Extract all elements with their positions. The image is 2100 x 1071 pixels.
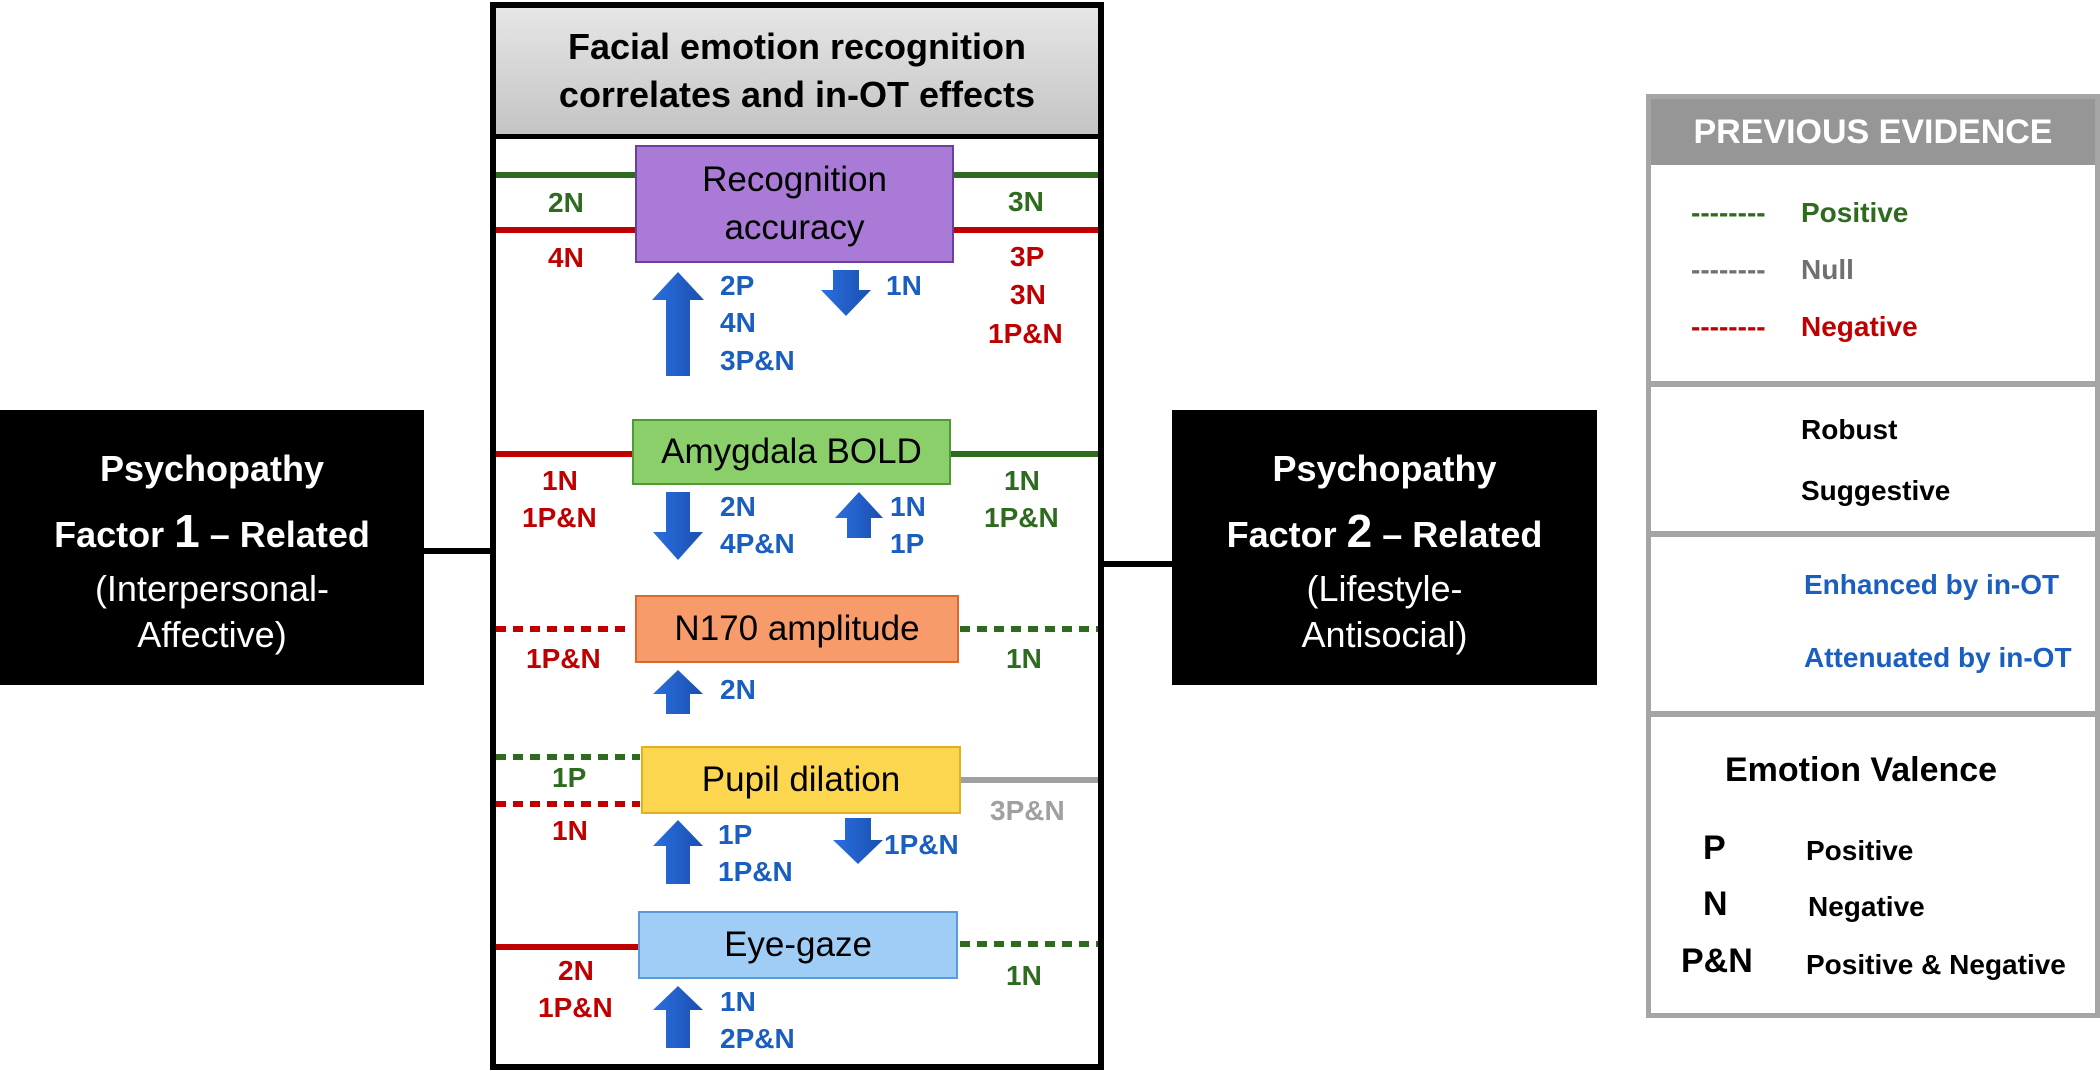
factor1-box: Psychopathy Factor 1 – Related (Interper… [0,410,424,685]
legend-attenuated-label: Attenuated by in-OT [1804,642,2072,673]
amygdala-down-arrow [653,492,703,560]
eyegaze-up-arrow [653,986,703,1048]
legend-positive-dashes: -------- [1691,197,1766,228]
amygdala-down-label-1: 4P&N [720,528,795,559]
legend-title: PREVIOUS EVIDENCE [1651,99,2095,165]
legend-negative-dashes: -------- [1691,311,1766,342]
legend-valence-label-n: Negative [1808,891,1925,922]
recog-f2-label-1: 3P [1010,241,1045,272]
pupil-f1-label-0: 1P [552,762,587,793]
legend-enhanced-label: Enhanced by in-OT [1804,569,2060,600]
recog-up-arrow [652,272,704,376]
n170-amplitude-box: N170 amplitude [635,595,959,663]
n170-up-arrow [653,670,703,714]
amygdala-up-label-0: 1N [890,491,926,522]
legend-divider-1 [1651,381,2095,387]
legend-valence-key-n: N [1703,885,1728,923]
recog-up-label-2: 3P&N [720,345,795,376]
legend-valence-label-pn: Positive & Negative [1806,949,2066,980]
factor2-line3: (Lifestyle- [1306,567,1463,609]
pupil-up-arrow [653,820,703,884]
eyegaze-f2-label-0: 1N [1006,960,1042,991]
factor2-line2: Factor 2 – Related [1226,504,1543,557]
pupil-f2-label-0: 3P&N [990,795,1065,826]
legend-panel: PREVIOUS EVIDENCE -------- Positive ----… [1646,94,2100,1018]
amygdala-up-label-1: 1P [890,528,925,559]
eyegaze-f1-label-1: 1P&N [538,992,613,1023]
pupil-up-label-1: 1P&N [718,856,793,887]
factor2-box: Psychopathy Factor 2 – Related (Lifestyl… [1172,410,1597,685]
amygdala-up-arrow [835,492,883,538]
recog-f1-label-negative: 4N [548,242,584,273]
legend-robust-label: Robust [1801,414,1898,445]
n170-up-label-0: 2N [720,674,756,705]
n170-f2-label-0: 1N [1006,643,1042,674]
amygdala-down-label-0: 2N [720,491,756,522]
pupil-down-label-0: 1P&N [884,829,959,860]
factor1-line4: Affective) [137,613,287,655]
legend-valence-key-p: P [1703,829,1726,867]
recog-f2-label-0: 3N [1008,186,1044,217]
legend-divider-2 [1651,531,2095,537]
amygdala-bold-box: Amygdala BOLD [632,419,951,485]
recog-up-label-0: 2P [720,270,755,301]
eyegaze-f1-label-0: 2N [558,955,594,986]
legend-negative-label: Negative [1801,311,1918,342]
legend-positive-label: Positive [1801,197,1909,228]
legend-valence-title: Emotion Valence [1725,751,1998,789]
pupil-up-label-0: 1P [718,819,753,850]
legend-null-dashes: -------- [1691,254,1766,285]
legend-valence-label-p: Positive [1806,835,1914,866]
recog-down-label-0: 1N [886,270,922,301]
amygdala-f2-label-0: 1N [1004,465,1040,496]
factor2-line1: Psychopathy [1272,447,1497,489]
eyegaze-up-label-0: 1N [720,986,756,1017]
pupil-dilation-box: Pupil dilation [641,746,961,814]
recog-up-label-1: 4N [720,307,756,338]
factor2-line4: Antisocial) [1301,613,1468,655]
pupil-down-arrow [833,818,883,864]
recog-f2-label-2: 3N [1010,279,1046,310]
eye-gaze-box: Eye-gaze [638,911,958,979]
n170-f1-label-0: 1P&N [526,643,601,674]
amygdala-f1-label-1: 1P&N [522,502,597,533]
factor1-line3: (Interpersonal- [94,567,330,609]
legend-null-label: Null [1801,254,1854,285]
legend-valence-key-pn: P&N [1681,942,1753,980]
legend-suggestive-label: Suggestive [1801,475,1951,506]
factor1-line1: Psychopathy [99,447,325,489]
amygdala-f1-label-0: 1N [542,465,578,496]
recog-f2-label-3: 1P&N [988,318,1063,349]
recog-down-arrow [821,270,871,316]
pupil-f1-label-1: 1N [552,815,588,846]
amygdala-f2-label-1: 1P&N [984,502,1059,533]
recog-f1-label-positive: 2N [548,187,584,218]
eyegaze-up-label-1: 2P&N [720,1023,795,1054]
legend-divider-3 [1651,711,2095,717]
factor1-line2: Factor 1 – Related [54,504,370,557]
